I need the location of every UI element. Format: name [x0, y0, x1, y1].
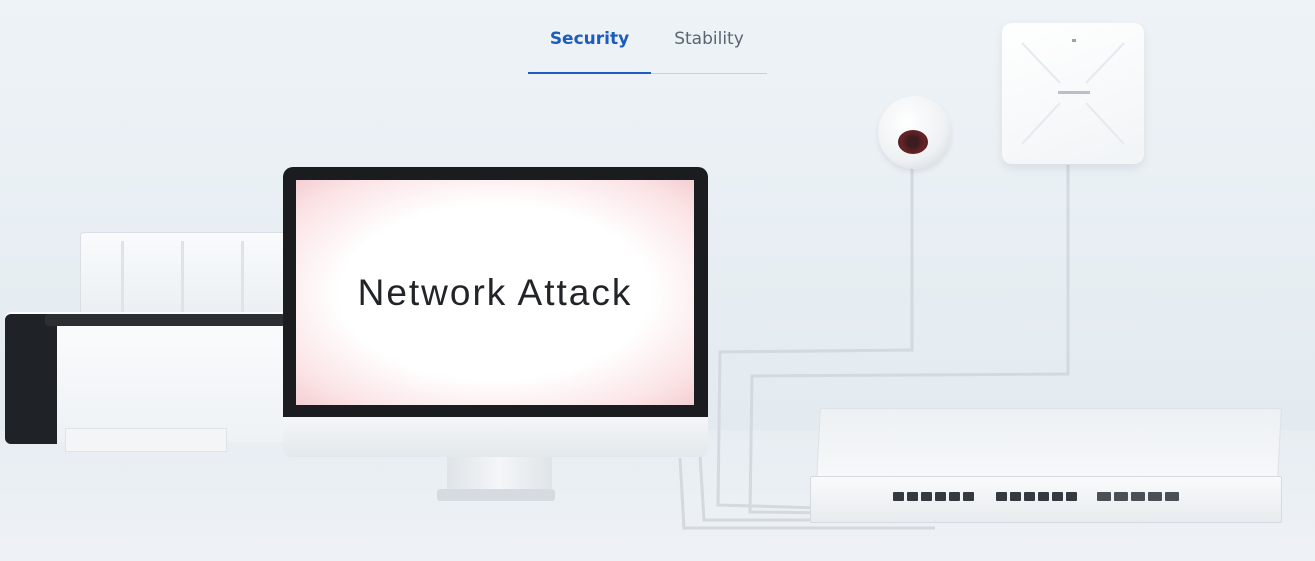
switch-top-panel [816, 408, 1282, 480]
monitor-icon: Network Attack [283, 167, 708, 502]
active-tab-indicator [528, 72, 651, 74]
monitor-screen: Network Attack [296, 180, 694, 405]
access-point-logo [1058, 91, 1090, 94]
printer-output-tray [65, 428, 227, 452]
monitor-chin [283, 417, 708, 457]
ap-cable [748, 165, 1070, 516]
monitor-cable [678, 457, 935, 530]
camera-lens [898, 130, 928, 154]
printer-icon [5, 232, 295, 457]
access-point-led [1072, 39, 1076, 42]
switch-ports-group-1 [893, 492, 974, 501]
printer-paper-tray [80, 232, 292, 323]
tab-security[interactable]: Security [549, 29, 630, 49]
access-point-lines [1021, 42, 1125, 145]
switch-ports-group-2 [996, 492, 1077, 501]
access-point-icon [1002, 23, 1144, 164]
tab-stability[interactable]: Stability [674, 29, 744, 49]
monitor-foot [437, 489, 555, 501]
printer-side-panel [5, 314, 57, 444]
camera-icon [878, 96, 951, 169]
monitor-bezel: Network Attack [283, 167, 708, 417]
switch-front-panel [810, 476, 1282, 523]
switch-sfp-ports [1097, 492, 1179, 501]
monitor-stand [447, 457, 552, 492]
screen-headline: Network Attack [357, 271, 633, 313]
network-switch-icon [810, 408, 1282, 523]
printer-top-strip [45, 314, 285, 326]
tab-bar: Security Stability [528, 20, 767, 74]
camera-cable [716, 165, 961, 514]
